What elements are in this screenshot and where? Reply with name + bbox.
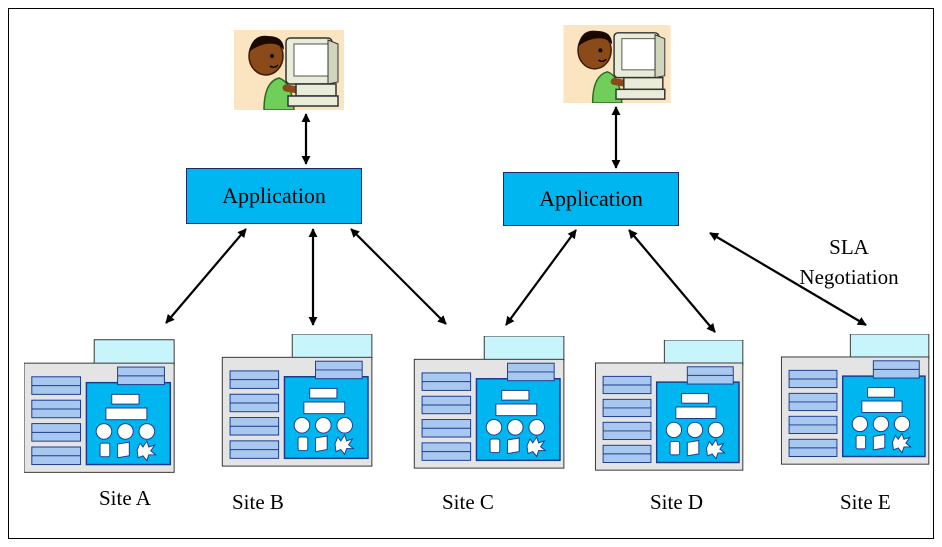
user-at-computer-icon [563, 25, 671, 103]
site-server-icon [780, 334, 930, 465]
site-c-label: Site C [442, 490, 494, 514]
site-a-label: Site A [99, 486, 151, 510]
arrow-app1-siteA [165, 228, 247, 324]
site-server-icon [413, 336, 565, 469]
user-at-computer-icon [234, 30, 344, 110]
application-box-right: Application [503, 172, 679, 226]
sla-negotiation-label: SLA Negotiation [784, 232, 914, 292]
site-d-label: Site D [650, 490, 704, 514]
sla-label-line1: SLA [829, 235, 869, 259]
sla-label-line2: Negotiation [799, 265, 899, 289]
site-server-icon [24, 339, 175, 473]
arrow-app2-siteE [709, 232, 867, 326]
application-box-left: Application [186, 168, 362, 224]
arrow-app2-siteC [505, 229, 577, 326]
site-server-icon [221, 334, 373, 467]
site-server-icon [594, 340, 744, 471]
application-label: Application [222, 183, 326, 208]
arrow-app2-siteD [628, 229, 716, 333]
arrow-app1-siteC [350, 228, 447, 325]
application-label: Application [539, 186, 643, 211]
site-e-label: Site E [840, 490, 891, 514]
site-b-label: Site B [232, 490, 284, 514]
